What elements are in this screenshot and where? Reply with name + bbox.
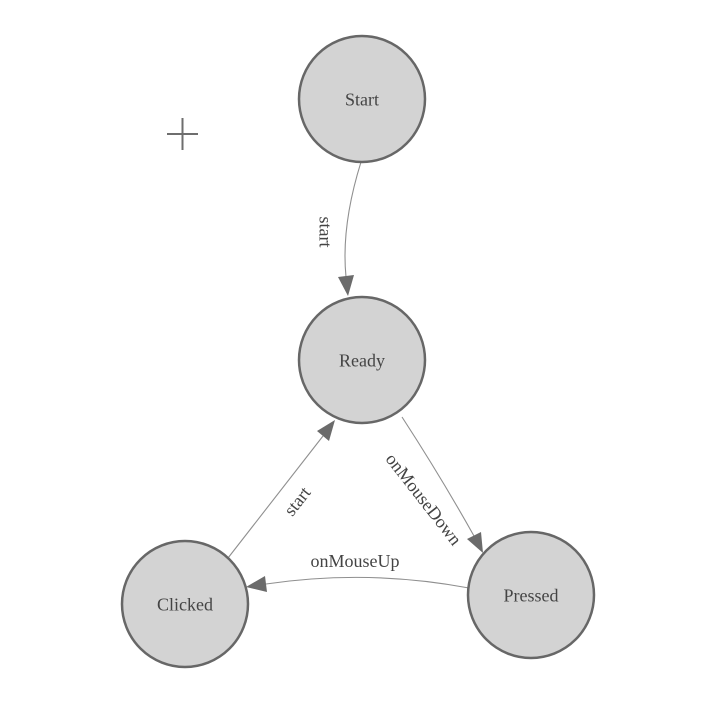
state-node-pressed[interactable]: Pressed (466, 530, 596, 660)
edge-line[interactable] (265, 576, 470, 589)
edge-line[interactable] (401, 416, 475, 537)
edge-pressed-to-clicked[interactable]: onMouseUp (246, 551, 470, 592)
edge-label-start-vertical: start (316, 217, 336, 248)
state-node-start[interactable]: Start (297, 34, 427, 164)
state-label-ready: Ready (339, 350, 385, 370)
edge-line[interactable] (227, 435, 324, 559)
edge-line[interactable] (344, 161, 362, 278)
state-label-pressed: Pressed (504, 585, 559, 605)
state-node-clicked[interactable]: Clicked (120, 539, 250, 669)
state-label-start: Start (345, 89, 379, 109)
state-circle[interactable] (120, 539, 250, 669)
state-circle[interactable] (297, 34, 427, 164)
state-circle[interactable] (466, 530, 596, 660)
add-state-plus-icon[interactable] (167, 118, 198, 150)
state-node-ready[interactable]: Ready (297, 295, 427, 425)
state-circle[interactable] (297, 295, 427, 425)
arrowhead-icon (317, 420, 335, 441)
edge-label-start-diagonal: start (280, 483, 315, 520)
edge-start-to-ready[interactable]: start (316, 161, 362, 296)
edge-clicked-to-ready[interactable]: start (227, 420, 335, 559)
edge-label-onmouseup: onMouseUp (311, 551, 400, 571)
state-label-clicked: Clicked (157, 594, 213, 614)
arrowhead-icon (246, 576, 267, 592)
arrowhead-icon (467, 532, 483, 553)
edge-ready-to-pressed[interactable]: onMouseDown (382, 416, 483, 553)
arrowhead-icon (338, 275, 354, 296)
